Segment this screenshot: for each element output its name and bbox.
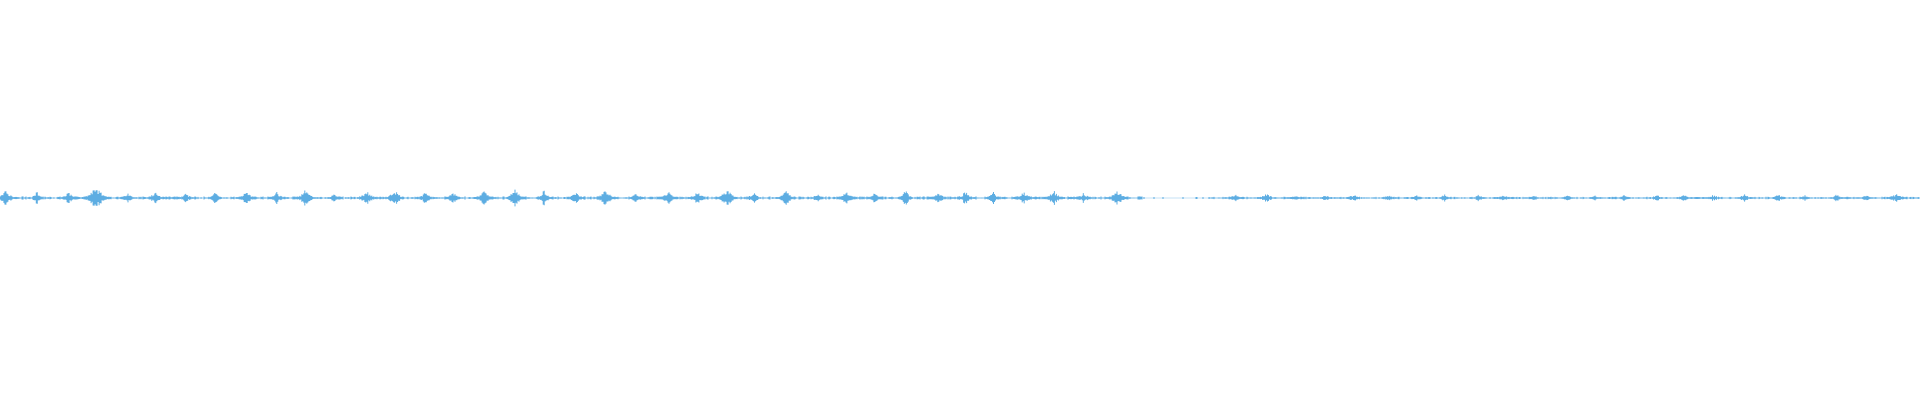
waveform-burst: [740, 193, 767, 203]
waveform-burst: [1876, 194, 1917, 202]
waveform-burst: [1727, 194, 1764, 202]
waveform-burst: [949, 192, 982, 204]
waveform-burst: [1554, 195, 1579, 201]
waveform-burst: [1851, 195, 1880, 201]
waveform-burst: [203, 193, 226, 203]
waveform-burst: [857, 193, 890, 203]
waveform-burst: [682, 193, 713, 203]
waveform-burst: [25, 192, 47, 204]
waveform-burst: [587, 191, 623, 205]
waveform-burst: [112, 193, 142, 203]
waveform-burst: [1432, 194, 1457, 202]
waveform-burst: [531, 190, 556, 206]
waveform-burst: [227, 193, 265, 203]
waveform-burst: [709, 191, 745, 205]
waveform-burst: [894, 191, 916, 205]
waveform-burst: [654, 192, 681, 204]
waveform-burst: [498, 189, 532, 207]
waveform-burst: [620, 194, 651, 202]
waveform-burst: [349, 192, 384, 204]
waveform-burst: [1822, 194, 1851, 202]
waveform-burst: [75, 190, 116, 206]
waveform-burst: [1583, 195, 1604, 201]
waveform-burst: [1612, 195, 1638, 201]
waveform-burst: [1404, 195, 1430, 201]
waveform-burst: [1793, 195, 1817, 201]
waveform-burst: [322, 194, 344, 202]
waveform-burst: [1522, 196, 1545, 200]
waveform-burst: [139, 192, 171, 204]
waveform-burst: [771, 191, 799, 205]
waveform-burst: [805, 194, 828, 202]
waveform-burst: [1485, 195, 1521, 201]
waveform-burst: [290, 190, 321, 206]
waveform-burst: [412, 193, 439, 203]
waveform-burst: [560, 193, 590, 203]
waveform-burst: [1762, 195, 1794, 201]
waveform-burst: [465, 191, 502, 205]
waveform-burst: [1068, 193, 1098, 203]
waveform-burst: [0, 191, 26, 205]
waveform-burst: [437, 193, 469, 203]
waveform-burst: [1693, 195, 1733, 201]
waveform-burst: [1034, 191, 1073, 205]
waveform-burst: [1336, 195, 1372, 201]
waveform-burst: [379, 192, 411, 204]
waveform-burst: [262, 192, 290, 204]
waveform-burst: [829, 192, 862, 204]
waveform-burst: [173, 193, 200, 203]
waveform-burst: [1098, 191, 1136, 205]
waveform-burst: [981, 192, 1005, 204]
waveform-burst: [1373, 195, 1405, 201]
